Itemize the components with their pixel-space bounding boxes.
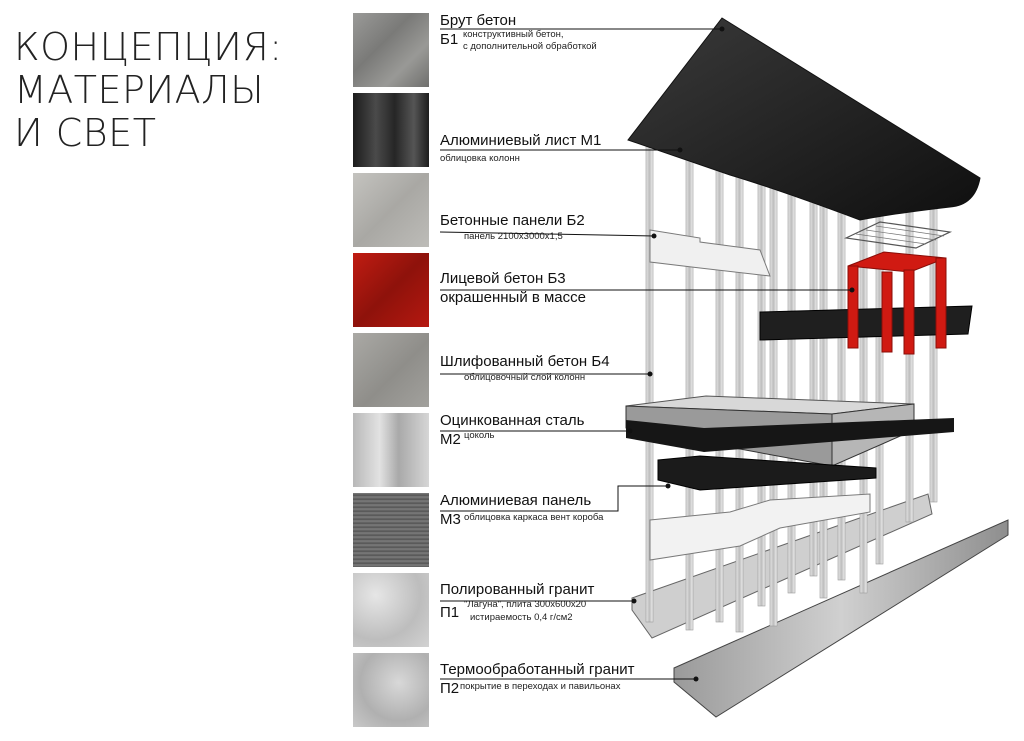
leader-lines [439,28,852,680]
label-brut-concrete: Брут бетон Б1 конструктивный бетон, с до… [440,12,597,53]
roof-slab [627,17,981,221]
aluminium-band [759,305,973,341]
label-concrete-panels: Бетонные панели Б2 панель 2100х3000х1,5 [440,212,585,242]
material-code: Б1 [440,31,459,48]
material-code: М3 [440,511,461,528]
material-name: Полированный гранит [440,581,595,598]
swatch-face-concrete-red [353,253,429,327]
material-name: Алюминиевая панель [440,492,592,509]
material-name: Оцинкованная сталь [440,412,585,429]
material-desc-2: истираемость 0,4 г/см2 [470,612,573,623]
plinth-lower-channel [657,455,877,491]
swatch-thermal-granite [353,653,429,727]
label-thermal-granite: Термообработанный гранит П2 покрытие в п… [440,661,635,698]
aluminium-panel-band [649,493,871,561]
floor-slab-lower [673,519,1009,718]
material-code: П2 [440,680,460,697]
title-line-2: МАТЕРИАЛЫ [14,68,265,112]
roof-truss-grid [843,221,953,249]
material-name: Шлифованный бетон Б4 [440,353,610,370]
material-desc: облицовка каркаса вент короба [464,512,604,523]
material-desc: облицовочный слой колонн [464,372,586,383]
swatch-brut-concrete [353,13,429,87]
material-desc: покрытие в переходах и павильонах [460,681,621,692]
title-line-3: И СВЕТ [14,111,157,155]
material-desc: цоколь [464,430,495,441]
label-aluminium-sheet: Алюминиевый лист М1 облицовка колонн [440,132,601,164]
red-concrete-frame [847,251,947,355]
concrete-panel-band [649,229,771,277]
material-desc-2: с дополнительной обработкой [463,41,597,52]
material-code: М2 [440,431,461,448]
swatch-polished-granite [353,573,429,647]
material-desc: "Лагуна", плита 300х600х20 [464,599,587,610]
material-desc: конструктивный бетон, [463,29,564,40]
material-name-2: окрашенный в массе [440,289,586,306]
material-name: Бетонные панели Б2 [440,212,585,229]
material-name: Термообработанный гранит [440,661,635,678]
material-desc: панель 2100х3000х1,5 [464,231,563,242]
page-title: КОНЦЕПЦИЯ: МАТЕРИАЛЫ И СВЕТ [14,26,283,155]
swatch-concrete-panels [353,173,429,247]
title-line-1: КОНЦЕПЦИЯ: [14,25,283,69]
material-name: Брут бетон [440,12,517,29]
material-desc: облицовка колонн [440,153,520,164]
swatch-aluminium-sheet [353,93,429,167]
material-name: Лицевой бетон Б3 [440,270,566,287]
label-face-concrete: Лицевой бетон Б3 окрашенный в массе [440,270,586,306]
label-polished-granite: Полированный гранит П1 "Лагуна", плита 3… [440,581,594,624]
swatch-aluminium-panel [353,493,429,567]
swatch-galvanized-steel [353,413,429,487]
label-polished-concrete: Шлифованный бетон Б4 облицовочный слой к… [440,353,610,383]
material-name: Алюминиевый лист М1 [440,132,602,149]
swatch-polished-concrete [353,333,429,407]
material-code: П1 [440,604,460,621]
plinth-black-band [626,418,954,452]
label-aluminium-panel: Алюминиевая панель М3 облицовка каркаса … [440,492,603,529]
leader-dots [627,26,855,682]
label-galvanized-steel: Оцинкованная сталь М2 цоколь [440,412,584,449]
